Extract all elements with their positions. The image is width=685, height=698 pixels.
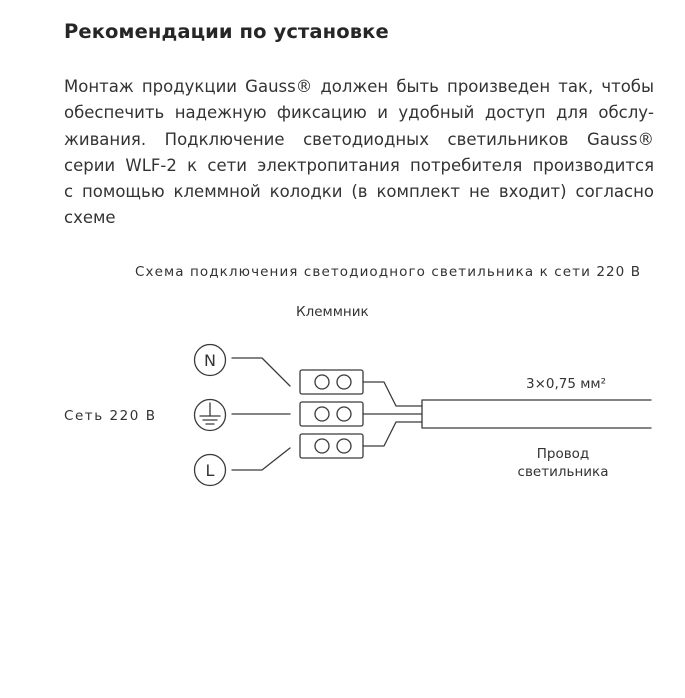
paragraph-line: Монтаж продукции Gauss® должен быть прои… [64,77,654,96]
page-title: Рекомендации по установке [64,20,389,43]
terminal-3 [299,433,364,459]
neutral-circle [193,343,227,377]
line-symbol: L [206,461,215,480]
neutral-symbol: N [204,351,216,370]
ground-circle [193,398,227,432]
installation-paragraph: Монтаж продукции Gauss® должен быть прои… [64,74,654,232]
ground-icon [199,402,221,425]
terminal-1 [299,369,364,395]
paragraph-line: серии WLF-2 к сети электропитания потреб… [64,155,654,175]
neutral-wire [231,357,291,387]
paragraph-line: живания. Подключение светодиодных светил… [64,129,654,149]
wire-label-line2: светильника [518,464,609,480]
paragraph-line: с помощью клеммной колодки (в комплект н… [64,182,654,202]
cable-spec: 3×0,75 мм² [526,376,606,392]
terminal-label: Клеммник [296,304,369,320]
paragraph-line: обеспечить надежную фиксацию и удобный д… [64,103,654,123]
diagram-caption: Схема подключения светодиодного светильн… [135,264,640,280]
paragraph-line: схеме [64,208,116,228]
wire-label-line1: Провод [537,446,590,462]
network-label: Сеть 220 В [64,408,155,424]
terminal-2 [299,401,364,427]
line-circle [193,453,227,487]
fixture-cable [421,399,652,429]
line-wire [231,447,291,471]
